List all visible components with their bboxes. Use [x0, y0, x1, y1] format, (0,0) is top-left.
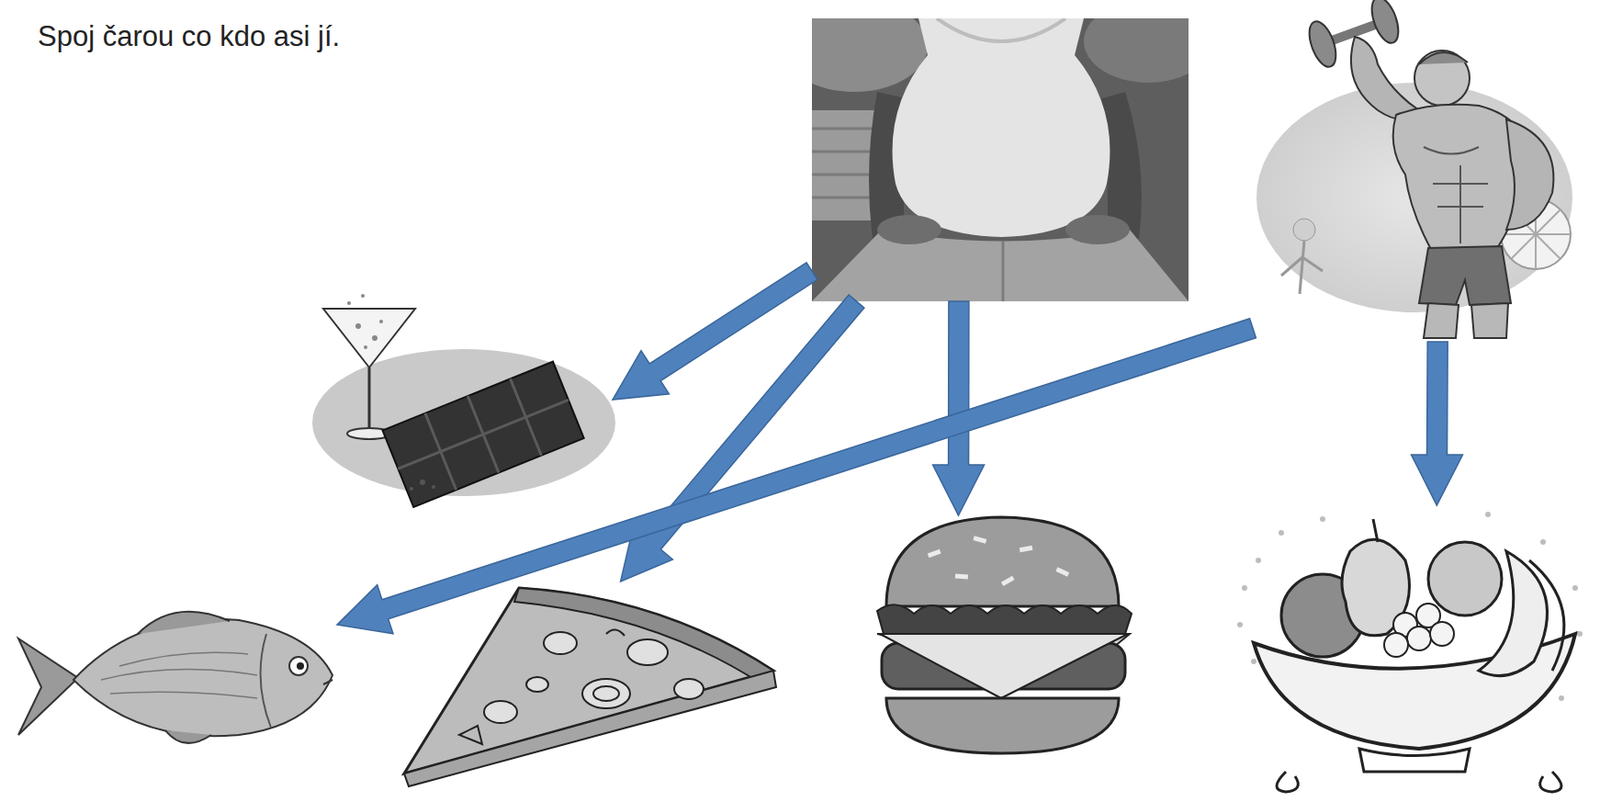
- block-arrow: [1411, 341, 1464, 506]
- bodybuilder-clipart: [1256, 0, 1573, 339]
- pizza-picture: [393, 581, 776, 787]
- chocolate-picture: [311, 295, 613, 500]
- fish-picture: [10, 617, 338, 745]
- burger-clipart: [877, 517, 1132, 754]
- pizza-slice-clipart: [404, 587, 777, 787]
- fish-clipart: [18, 611, 333, 744]
- instruction-text: Spoj čarou co kdo asi jí.: [37, 20, 340, 53]
- fruit-bowl-clipart: [1237, 511, 1583, 792]
- bodybuilder-picture: [1252, 0, 1572, 342]
- chocolate-and-drink: [312, 293, 616, 508]
- burger-picture: [872, 515, 1133, 755]
- block-arrow: [337, 318, 1256, 634]
- overweight-man-picture: [811, 18, 1189, 302]
- fruit-picture: [1226, 505, 1589, 796]
- worksheet-instruction: Spoj čarou co kdo asi jí.: [37, 20, 340, 54]
- overweight-man-photo: [811, 18, 1189, 302]
- block-arrow: [620, 294, 865, 582]
